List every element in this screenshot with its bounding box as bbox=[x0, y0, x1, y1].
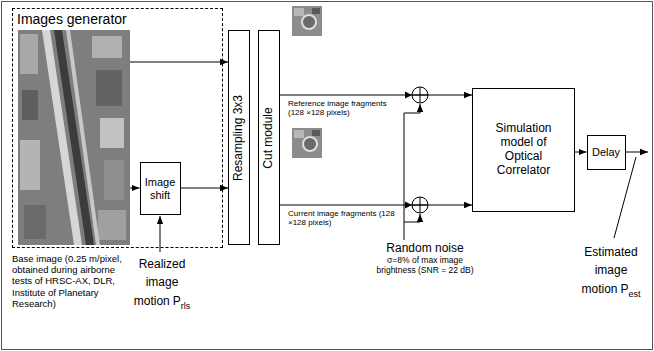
current-thumbnail bbox=[292, 128, 322, 158]
process-box: Image shift bbox=[140, 162, 181, 215]
note-label: σ=8% of max image brightness (SNR = 22 d… bbox=[370, 256, 480, 276]
fragment-label: Current image fragments (128 ×128 pixels… bbox=[288, 209, 396, 227]
flow-arrow bbox=[130, 62, 228, 63]
box-label: Cut module bbox=[262, 107, 276, 168]
photo-block bbox=[24, 205, 46, 239]
thumbnail-ring bbox=[302, 15, 316, 29]
photo-block bbox=[22, 90, 38, 120]
photo-rail bbox=[66, 30, 100, 245]
group-title: Images generator bbox=[17, 11, 127, 27]
process-box: Cut module bbox=[258, 30, 280, 245]
output-arrow bbox=[626, 152, 648, 153]
flow-arrow bbox=[181, 188, 229, 189]
photo-block bbox=[98, 210, 126, 240]
photo-ground bbox=[18, 30, 130, 245]
process-box: Delay bbox=[587, 135, 626, 170]
box-label: Delay bbox=[592, 146, 620, 159]
photo-block bbox=[20, 140, 40, 190]
signal-label: Reference image fragments (128 ×128 pixe… bbox=[288, 99, 396, 117]
process-box: Resampling 3x3 bbox=[228, 30, 250, 245]
base-image: Base image (0.25 m/pixel, obtained durin… bbox=[18, 30, 130, 245]
signal-label: Current image fragments (128 ×128 pixels… bbox=[288, 209, 396, 227]
box-label: Resampling 3x3 bbox=[232, 94, 246, 180]
signal-label: Random noise bbox=[370, 242, 480, 256]
process-box: Simulation model of Optical Correlator bbox=[472, 88, 575, 212]
noise-wire bbox=[404, 104, 420, 240]
aerial-photo bbox=[18, 30, 130, 245]
subscript-label: rls bbox=[181, 301, 191, 311]
signal-label: Estimated image motion bbox=[581, 245, 637, 296]
reference-thumbnail bbox=[292, 6, 322, 36]
photo-block bbox=[100, 118, 124, 148]
photo-block bbox=[92, 36, 122, 58]
thumbnail-ground bbox=[292, 128, 322, 158]
symbol-label: P bbox=[621, 282, 629, 296]
thumbnail-block bbox=[312, 130, 320, 136]
thumbnail-ground bbox=[292, 6, 322, 36]
flow-arrow bbox=[130, 188, 140, 189]
subscript-label: est bbox=[629, 289, 641, 299]
noise-label: Random noiseσ=8% of max image brightness… bbox=[370, 242, 480, 275]
thumbnail-ring bbox=[303, 137, 317, 151]
thumbnail-block bbox=[294, 8, 304, 16]
symbol-label: P bbox=[173, 294, 181, 308]
noise-wire bbox=[404, 214, 420, 222]
photo-block bbox=[96, 70, 122, 106]
thumbnail-block bbox=[312, 8, 320, 14]
thumbnail-block bbox=[294, 130, 304, 138]
image-caption: Base image (0.25 m/pixel, obtained durin… bbox=[12, 253, 130, 309]
fragment-label: Reference image fragments (128 ×128 pixe… bbox=[288, 99, 396, 117]
flow-arrow bbox=[280, 205, 472, 206]
photo-block bbox=[20, 34, 38, 74]
box-label: Image shift bbox=[145, 176, 176, 201]
motion-label: Estimated image motionPest bbox=[572, 242, 650, 299]
flow-arrow bbox=[280, 95, 472, 96]
flow-arrow bbox=[575, 152, 587, 153]
motion-label: Realized image motionPrls bbox=[126, 254, 198, 311]
images-generator-group: Base image (0.25 m/pixel, obtained durin… bbox=[12, 8, 223, 248]
photo-block bbox=[104, 160, 124, 200]
box-label: Simulation model of Optical Correlator bbox=[485, 122, 562, 177]
motion-input-arrow bbox=[160, 216, 161, 252]
